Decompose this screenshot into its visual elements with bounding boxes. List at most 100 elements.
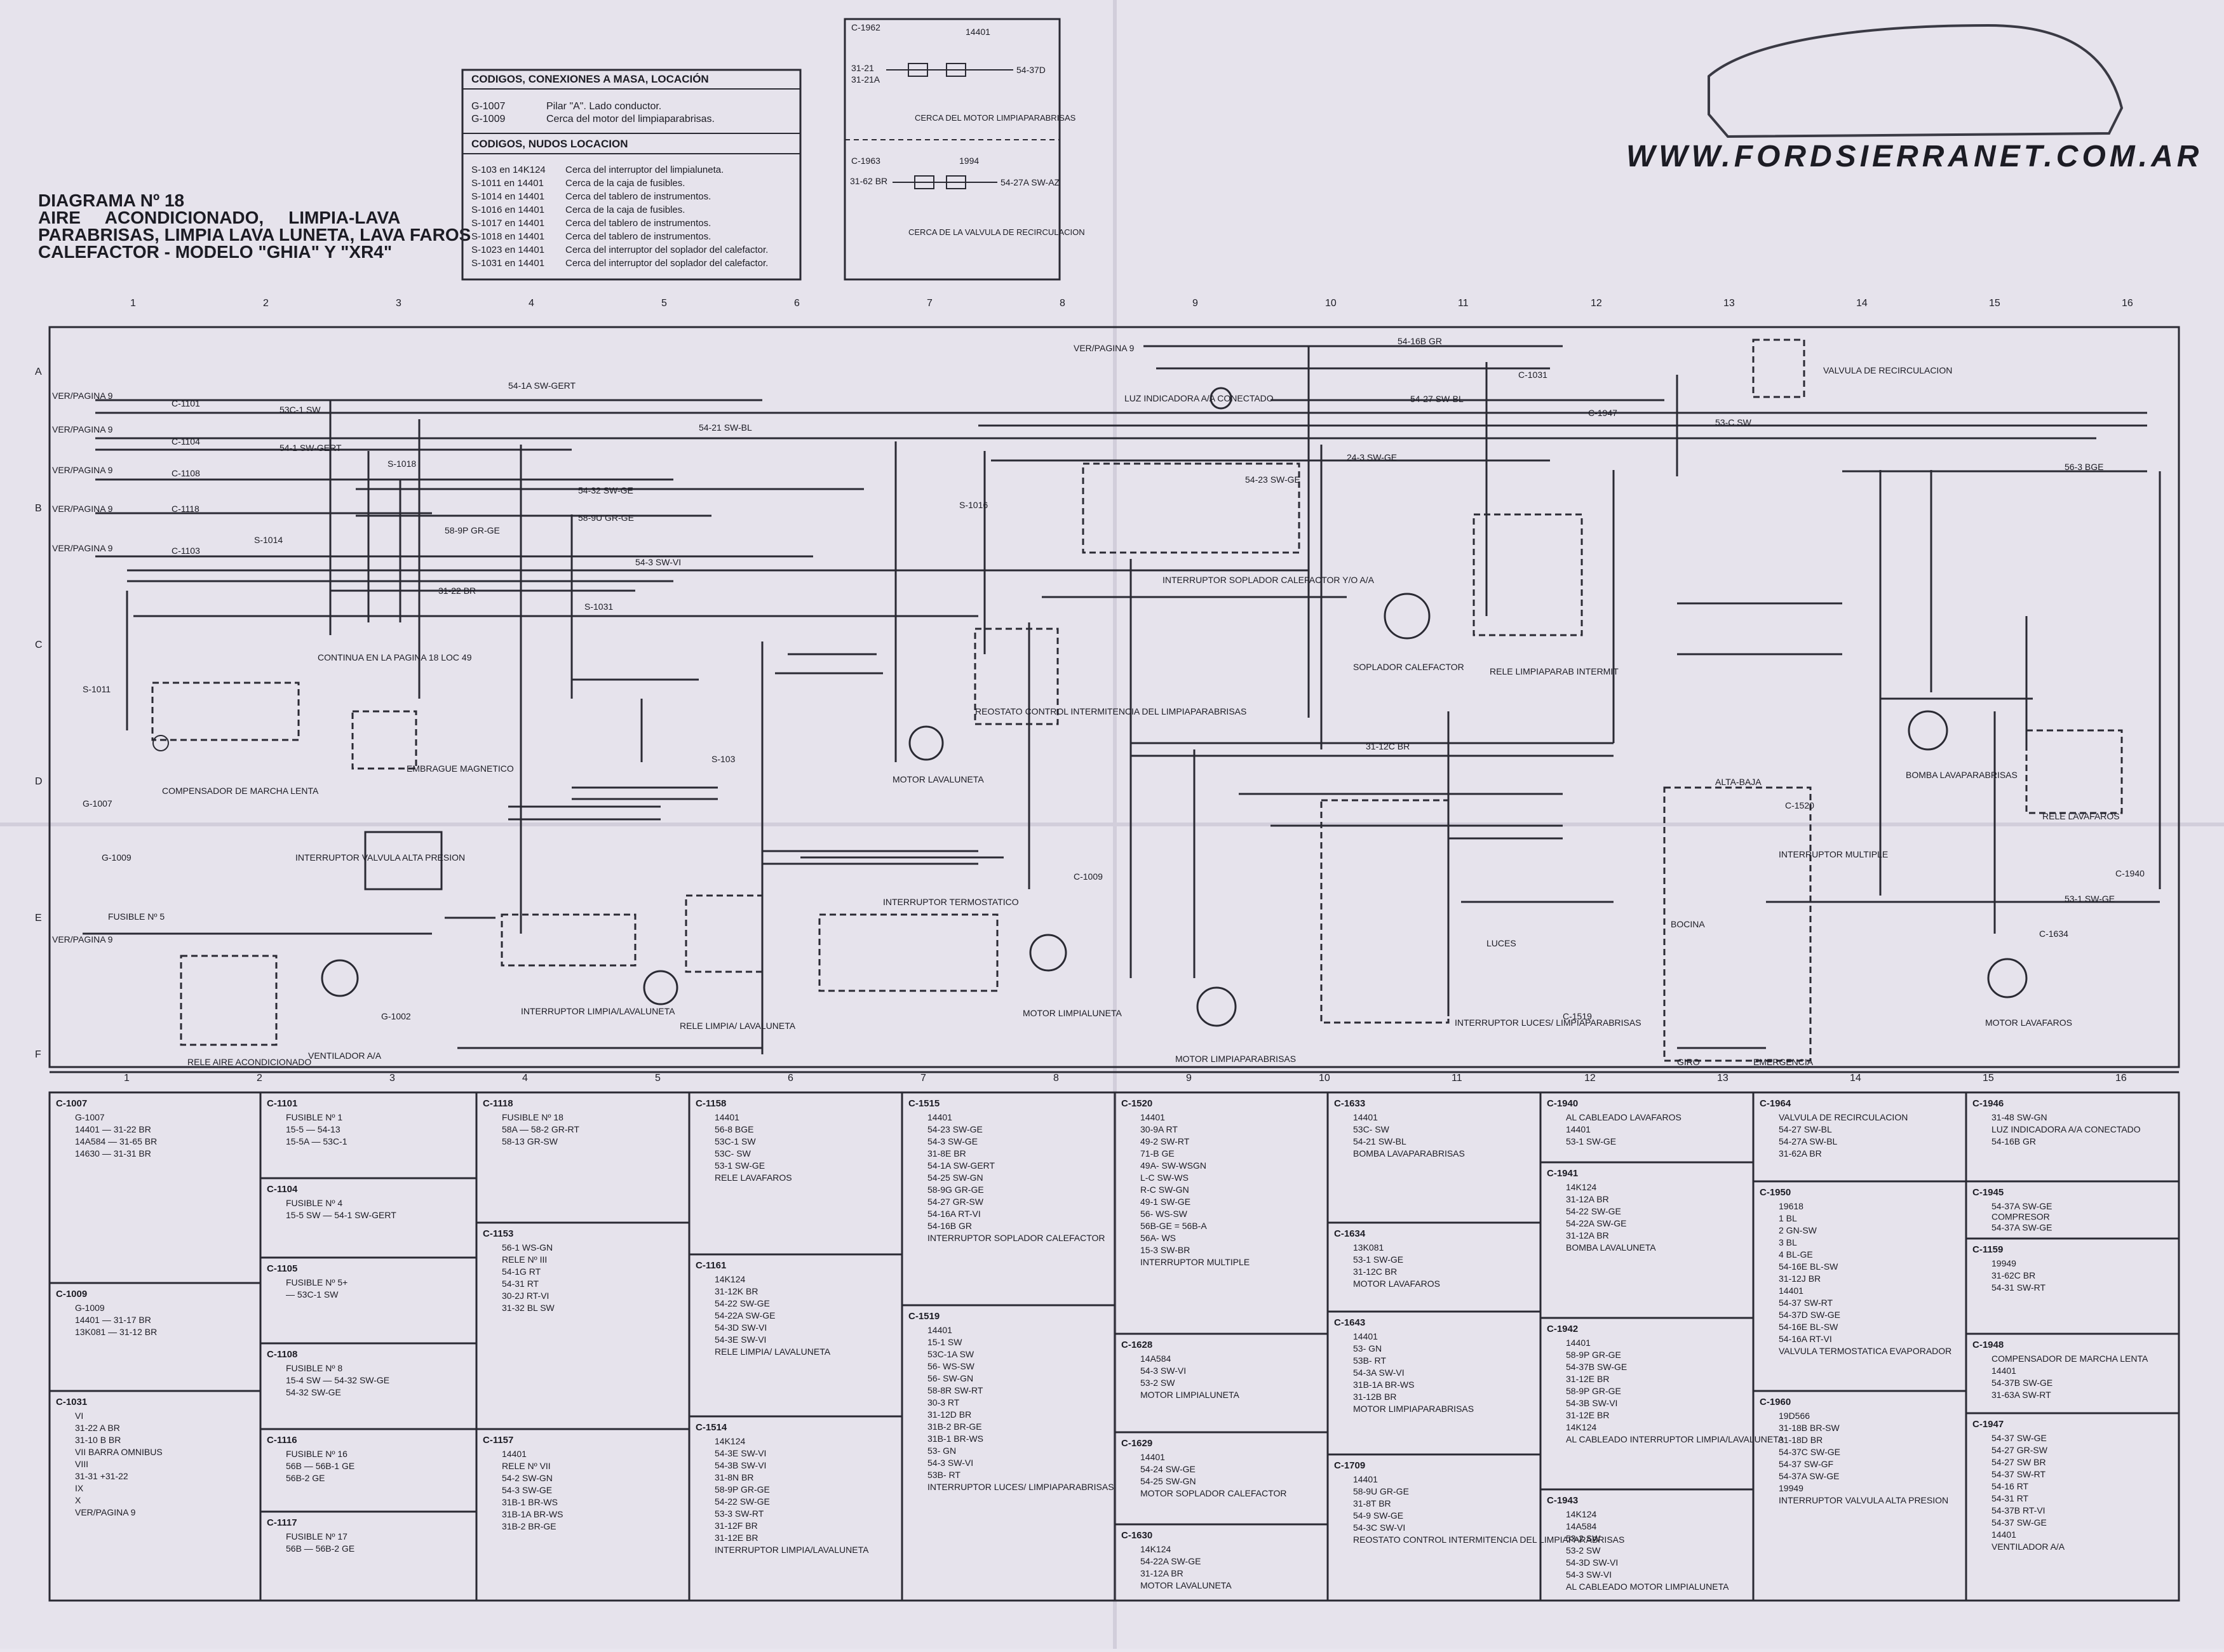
connector-box-line: 49A- SW-WSGN bbox=[1140, 1160, 1206, 1171]
connector-box-line: 31-62A BR bbox=[1779, 1148, 1822, 1158]
label-w541a: 54-1A SW-GERT bbox=[508, 380, 576, 391]
connector-box-line: 15-4 SW — 54-32 SW-GE bbox=[286, 1375, 389, 1385]
label-w5423: 54-23 SW-GE bbox=[1245, 474, 1300, 485]
splice-code: S-1017 en 14401 bbox=[471, 218, 544, 229]
connector-box-line: 56B-2 GE bbox=[286, 1473, 325, 1483]
connector-box-id: C-1634 bbox=[1334, 1228, 1366, 1239]
connector-box-line: 53C- SW bbox=[1353, 1124, 1390, 1134]
connector-box-id: C-1964 bbox=[1760, 1098, 1791, 1109]
connector-box-line: 54-16B GR bbox=[927, 1221, 972, 1231]
label-c1947: C-1947 bbox=[1588, 408, 1617, 418]
grid-column-label: 5 bbox=[655, 1073, 661, 1084]
connector-box-line: FUSIBLE Nº 1 bbox=[286, 1112, 342, 1122]
connector-box-line: 14A584 — 31-65 BR bbox=[75, 1136, 157, 1146]
connector-box-line: RELE Nº III bbox=[502, 1254, 547, 1265]
car-logo-icon bbox=[1708, 24, 2124, 138]
connector-box-line: 31-63A SW-RT bbox=[1991, 1390, 2051, 1400]
connector-box-frame bbox=[1752, 1390, 1967, 1602]
connector-box-line: FUSIBLE Nº 5+ bbox=[286, 1277, 347, 1287]
connector-box-line: 56B — 56B-2 GE bbox=[286, 1543, 354, 1554]
connector-box-line: 54-37D SW-GE bbox=[1779, 1310, 1840, 1320]
connector-box-line: 31B-1A BR-WS bbox=[1353, 1380, 1414, 1390]
label-w543: 54-3 SW-VI bbox=[635, 557, 681, 567]
connector-box-line: MOTOR LIMPIAPARABRISAS bbox=[1353, 1404, 1474, 1414]
grid-row-label: D bbox=[35, 776, 43, 787]
label-ver3: VER/PAGINA 9 bbox=[52, 465, 113, 475]
grid-column-label: 11 bbox=[1458, 298, 1469, 309]
label-s1016: S-1016 bbox=[959, 500, 988, 510]
connector-box-line: 58-8R SW-RT bbox=[927, 1385, 983, 1395]
connector-box-line: 54-1G RT bbox=[502, 1266, 541, 1277]
connector-box-line: 54-3B SW-VI bbox=[1566, 1398, 1617, 1408]
wire-label: 54-27A SW-AZ bbox=[1001, 177, 1060, 187]
connector-box-line: 31-12A BR bbox=[1566, 1194, 1609, 1204]
connector-box-line: 31-48 SW-GN bbox=[1991, 1112, 2047, 1122]
label-s1031: S-1031 bbox=[584, 601, 613, 612]
legend-splice-header: CODIGOS, NUDOS LOCACION bbox=[471, 138, 628, 150]
connector-box-line: 53-1 SW-GE bbox=[715, 1160, 765, 1171]
connector-box-line: COMPRESOR bbox=[1991, 1212, 2050, 1222]
label-valv_recirc: VALVULA DE RECIRCULACION bbox=[1823, 365, 1952, 375]
label-w531: 53-1 SW-GE bbox=[2065, 894, 2115, 904]
connector-box-line: 14K124 bbox=[1140, 1544, 1171, 1554]
label-w5416b: 54-16B GR bbox=[1398, 336, 1442, 346]
connector-box-line: 56A- WS bbox=[1140, 1233, 1176, 1243]
connector-box-line: 14401 bbox=[1140, 1112, 1165, 1122]
label-w53c: 53C-1 SW bbox=[280, 405, 321, 415]
connector-box-line: 54-27 GR-SW bbox=[927, 1197, 984, 1207]
connector-box-line: INTERRUPTOR VALVULA ALTA PRESION bbox=[1779, 1495, 1948, 1505]
splice-code: S-1031 en 14401 bbox=[471, 258, 544, 269]
label-ventilador: VENTILADOR A/A bbox=[308, 1051, 382, 1061]
grid-column-label: 7 bbox=[927, 298, 933, 309]
connector-box-line: 31-12K BR bbox=[715, 1286, 758, 1296]
connector-box-line: 54-37C SW-GE bbox=[1779, 1447, 1840, 1457]
connector-box-id: C-1157 bbox=[483, 1435, 513, 1446]
connector-box-line: 53C-1A SW bbox=[927, 1349, 974, 1359]
connector-box-line: INTERRUPTOR SOPLADOR CALEFACTOR bbox=[927, 1233, 1105, 1243]
connector-box-id: C-1009 bbox=[56, 1289, 87, 1299]
label-motor_limpiap: MOTOR LIMPIAPARABRISAS bbox=[1175, 1054, 1296, 1064]
connector-box-line: 54-9 SW-GE bbox=[1353, 1510, 1403, 1521]
connector-box-line: 14401 bbox=[1566, 1124, 1591, 1134]
connector-box-line: 19949 bbox=[1779, 1483, 1803, 1493]
wire-label: 31-21A bbox=[851, 74, 880, 84]
connector-box-line: 31B-2 BR-GE bbox=[927, 1421, 982, 1432]
label-rele_limpia: RELE LIMPIA/ LAVALUNETA bbox=[680, 1021, 796, 1031]
label-luz_ind: LUZ INDICADORA A/A CONECTADO bbox=[1124, 393, 1274, 403]
connector-box-line: 54-22A SW-GE bbox=[1140, 1556, 1201, 1566]
connector-box-line: 31-18B BR-SW bbox=[1779, 1423, 1840, 1433]
connector-box-line: FUSIBLE Nº 8 bbox=[286, 1363, 342, 1373]
connector-box-line: 53- GN bbox=[1353, 1343, 1382, 1353]
connector-box-line: RELE Nº VII bbox=[502, 1461, 551, 1471]
connector-box-line: 53- GN bbox=[927, 1446, 956, 1456]
label-int_soplador: INTERRUPTOR SOPLADOR CALEFACTOR Y/O A/A bbox=[1163, 575, 1375, 585]
connector-box-line: G-1007 bbox=[75, 1112, 105, 1122]
label-s103: S-103 bbox=[711, 754, 736, 764]
label-comp: COMPENSADOR DE MARCHA LENTA bbox=[162, 786, 319, 796]
connector-box-line: 14K124 bbox=[1566, 1422, 1596, 1432]
connector-id: C-1963 bbox=[851, 156, 880, 166]
connector-box-id: C-1948 bbox=[1972, 1340, 2004, 1350]
connector-box-line: 14A584 bbox=[1566, 1521, 1596, 1531]
label-g1002: G-1002 bbox=[381, 1011, 411, 1021]
grid-column-label: 4 bbox=[522, 1073, 528, 1084]
label-c1634: C-1634 bbox=[2039, 929, 2068, 939]
connector-box-line: FUSIBLE Nº 17 bbox=[286, 1531, 347, 1541]
grid-column-label: 3 bbox=[396, 298, 401, 309]
connector-box-line: MOTOR LAVAFAROS bbox=[1353, 1279, 1440, 1289]
connector-box-line: FUSIBLE Nº 18 bbox=[502, 1112, 563, 1122]
connector-box-line: 30-2J RT-VI bbox=[502, 1291, 549, 1301]
grid-column-label: 16 bbox=[2115, 1073, 2127, 1084]
connector-box-id: C-1709 bbox=[1334, 1460, 1365, 1471]
label-c1520: C-1520 bbox=[1785, 800, 1814, 810]
connector-box-line: 54-37A SW-GE bbox=[1779, 1471, 1839, 1481]
connector-box-line: R-C SW-GN bbox=[1140, 1185, 1189, 1195]
